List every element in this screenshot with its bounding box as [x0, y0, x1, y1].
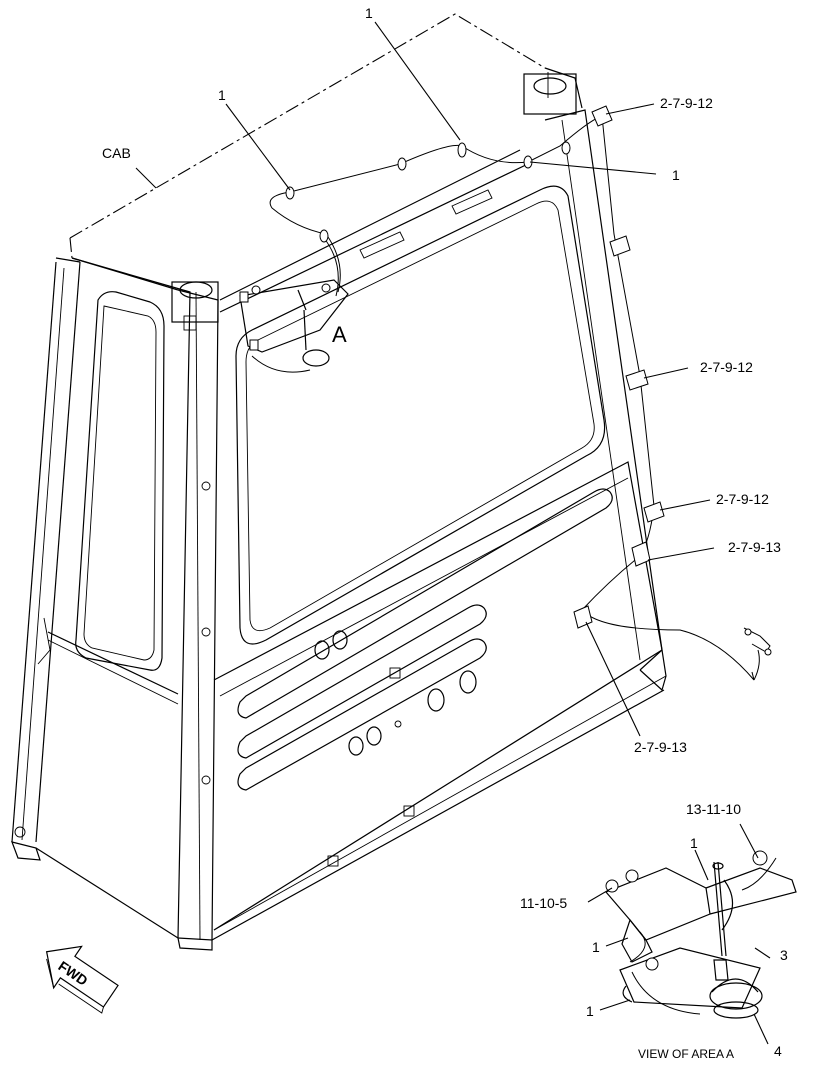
cab-roof-outline	[69, 13, 583, 291]
label-ref-11-10-5: 11-10-5	[520, 895, 567, 911]
label-ref-2-7-9-12-b: 2-7-9-12	[700, 359, 753, 375]
antenna-mount-on-cab	[239, 279, 349, 373]
label-view-marker-a: A	[332, 322, 347, 347]
cab-upper-frame	[219, 149, 533, 313]
label-part-1-detail-bottom: 1	[586, 1003, 594, 1019]
antenna-cable	[269, 115, 755, 681]
label-part-1-top: 1	[365, 5, 373, 21]
label-view-of-area-a: VIEW OF AREA A	[638, 1047, 734, 1061]
label-ref-2-7-9-13-b: 2-7-9-13	[634, 739, 687, 755]
cable-end-connector	[743, 627, 772, 681]
harness-clip-group	[285, 141, 571, 243]
label-ref-13-11-10: 13-11-10	[686, 801, 741, 817]
leader-lines	[135, 21, 771, 1045]
cab-front-right-pillar	[523, 73, 667, 692]
cab-side-window	[75, 291, 165, 671]
connector-clip-group	[573, 105, 665, 629]
cab-front-left-pillar	[171, 281, 219, 951]
label-part-1-left: 1	[218, 87, 226, 103]
label-part-1-detail-top: 1	[690, 835, 698, 851]
label-part-4: 4	[774, 1043, 782, 1059]
cab-rear-window	[235, 185, 606, 645]
detail-view-area-a	[604, 850, 797, 1019]
fwd-arrow: FWD	[45, 945, 119, 1014]
cab-side-panel	[35, 257, 191, 939]
cab-rear-left-pillar	[11, 257, 81, 861]
label-ref-2-7-9-13-a: 2-7-9-13	[728, 539, 781, 555]
cab-lower-rear-panel	[211, 461, 667, 941]
label-part-1-right: 1	[672, 167, 680, 183]
label-ref-2-7-9-12-c: 2-7-9-12	[716, 491, 769, 507]
label-cab: CAB	[102, 145, 131, 161]
label-ref-2-7-9-12-a: 2-7-9-12	[660, 95, 713, 111]
label-part-3: 3	[780, 947, 788, 963]
fwd-label: FWD	[55, 958, 90, 989]
label-part-1-detail-mid: 1	[592, 939, 600, 955]
